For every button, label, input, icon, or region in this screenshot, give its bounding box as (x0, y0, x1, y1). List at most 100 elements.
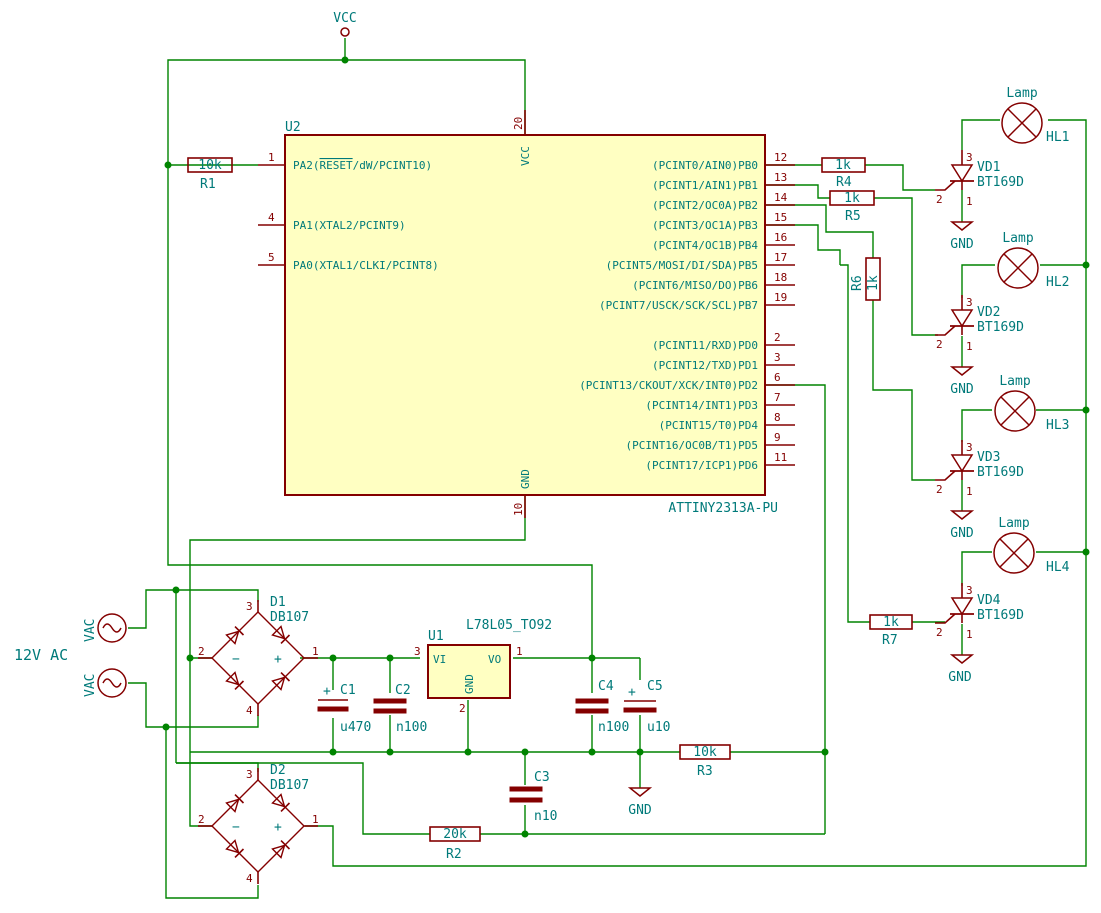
c1-value: u470 (340, 720, 371, 735)
c4-ref: C4 (598, 679, 614, 694)
lamp-ref-1: HL1 (1046, 130, 1069, 145)
u1-pin-1: 1 (516, 645, 523, 658)
u2-pin-name-7: (PCINT14/INT1)PD3 (645, 399, 758, 412)
d2-minus: − (232, 820, 240, 835)
gnd-label-vd4: GND (948, 670, 972, 685)
u2-pin-name-2: (PCINT11/RXD)PD0 (652, 339, 758, 352)
d2-diode-3 (225, 839, 245, 859)
lamp-value-2: Lamp (1002, 231, 1033, 246)
u1-vi: VI (433, 653, 446, 666)
u2-pin-num-5: 5 (268, 251, 275, 264)
c3-ref: C3 (534, 770, 550, 785)
u1-pin-3: 3 (414, 645, 421, 658)
triac-pin-g-2: 2 (936, 338, 943, 351)
u1-vo: VO (488, 653, 501, 666)
c2-value: n100 (396, 720, 427, 735)
r4-value: 1k (835, 158, 851, 173)
c5-plus: + (628, 685, 636, 700)
gnd-label-vd1: GND (950, 237, 974, 252)
u2-pin-name-16: (PCINT4/OC1B)PB4 (652, 239, 758, 252)
u2-pin-name-1: PA2(RESET/dW/PCINT10) (293, 159, 432, 172)
d1-pin-2: 2 (198, 645, 205, 658)
d2-ref: D2 (270, 763, 286, 778)
d2-pin-3: 3 (246, 768, 253, 781)
c4-value: n100 (598, 720, 629, 735)
d1-diode-2 (271, 625, 291, 645)
c2-ref: C2 (395, 683, 411, 698)
triac-pin-a-1: 3 (966, 151, 973, 164)
r3: 10k R3 (679, 744, 731, 779)
u2-pin-name-17: (PCINT5/MOSI/DI/SDA)PB5 (606, 259, 758, 272)
c1: + C1 u470 (317, 683, 371, 735)
u2-pin-name-4: PA1(XTAL2/PCINT9) (293, 219, 406, 232)
triacs: 312VD1BT169D312VD2BT169D312VD3BT169D312V… (935, 150, 1024, 641)
d2-pin-2: 2 (198, 813, 205, 826)
r2-value: 20k (443, 827, 467, 842)
u2-pin-num-19: 19 (774, 291, 787, 304)
d1-diode-4 (271, 671, 291, 691)
d2-value: DB107 (270, 778, 309, 793)
u1-gnd: GND (463, 674, 476, 694)
u2-pin-20: 20 (512, 117, 525, 130)
triac-pin-a-4: 3 (966, 584, 973, 597)
r7-ref: R7 (882, 633, 898, 648)
d2-pin-4: 4 (246, 872, 253, 885)
lamp-value-4: Lamp (998, 516, 1029, 531)
r3-ref: R3 (697, 764, 713, 779)
c3-value: n10 (534, 809, 557, 824)
c4: C4 n100 (575, 679, 629, 735)
vac-label-2: VAC (83, 674, 98, 697)
u2-left-pins: 1PA2(RESET/dW/PCINT10)4PA1(XTAL2/PCINT9)… (258, 151, 439, 272)
r1: 10k R1 (187, 157, 233, 192)
triac-pin-k-4: 1 (966, 628, 973, 641)
triac-value-1: BT169D (977, 175, 1024, 190)
u2-pin-num-1: 1 (268, 151, 275, 164)
d1-pin-4: 4 (246, 704, 253, 717)
d1-diode-3 (225, 671, 245, 691)
triac-pin-g-4: 2 (936, 626, 943, 639)
u2-pin-num-3: 3 (774, 351, 781, 364)
triac-pin-g-3: 2 (936, 483, 943, 496)
r5-ref: R5 (845, 209, 861, 224)
u2-pin-num-15: 15 (774, 211, 787, 224)
d1-outline (211, 611, 305, 705)
u2-pin-name-15: (PCINT3/OC1A)PB3 (652, 219, 758, 232)
u2-pin-name-18: (PCINT6/MISO/DO)PB6 (632, 279, 758, 292)
u2-pin-name-8: (PCINT15/T0)PD4 (659, 419, 759, 432)
d1-value: DB107 (270, 610, 309, 625)
d2-outline (211, 779, 305, 873)
u2-ref: U2 (285, 120, 301, 135)
triac-ref-1: VD1 (977, 160, 1000, 175)
c3: C3 n10 (509, 770, 557, 824)
lamp-ref-3: HL3 (1046, 418, 1069, 433)
u2-pin-name-11: (PCINT17/ICP1)PD6 (645, 459, 758, 472)
u2-pin-num-16: 16 (774, 231, 787, 244)
c1-ref: C1 (340, 683, 356, 698)
u2-pin-name-6: (PCINT13/CKOUT/XCK/INT0)PD2 (579, 379, 758, 392)
d2-diode-1 (225, 793, 245, 813)
r7-value: 1k (883, 615, 899, 630)
vcc-symbol: VCC (333, 11, 357, 37)
d2-plus: + (274, 820, 282, 835)
c2: C2 n100 (373, 683, 427, 735)
lamp-value-3: Lamp (999, 374, 1030, 389)
u1-ref: U1 (428, 629, 444, 644)
d1-pin-3: 3 (246, 600, 253, 613)
r6-ref: R6 (850, 275, 865, 291)
u2-pin-num-8: 8 (774, 411, 781, 424)
d1-pin-1: 1 (312, 645, 319, 658)
source-label: 12V AC (14, 646, 68, 664)
u2-pin-num-17: 17 (774, 251, 787, 264)
triac-ref-3: VD3 (977, 450, 1000, 465)
u2-pin-name-13: (PCINT1/AIN1)PB1 (652, 179, 758, 192)
u2-pin-num-7: 7 (774, 391, 781, 404)
